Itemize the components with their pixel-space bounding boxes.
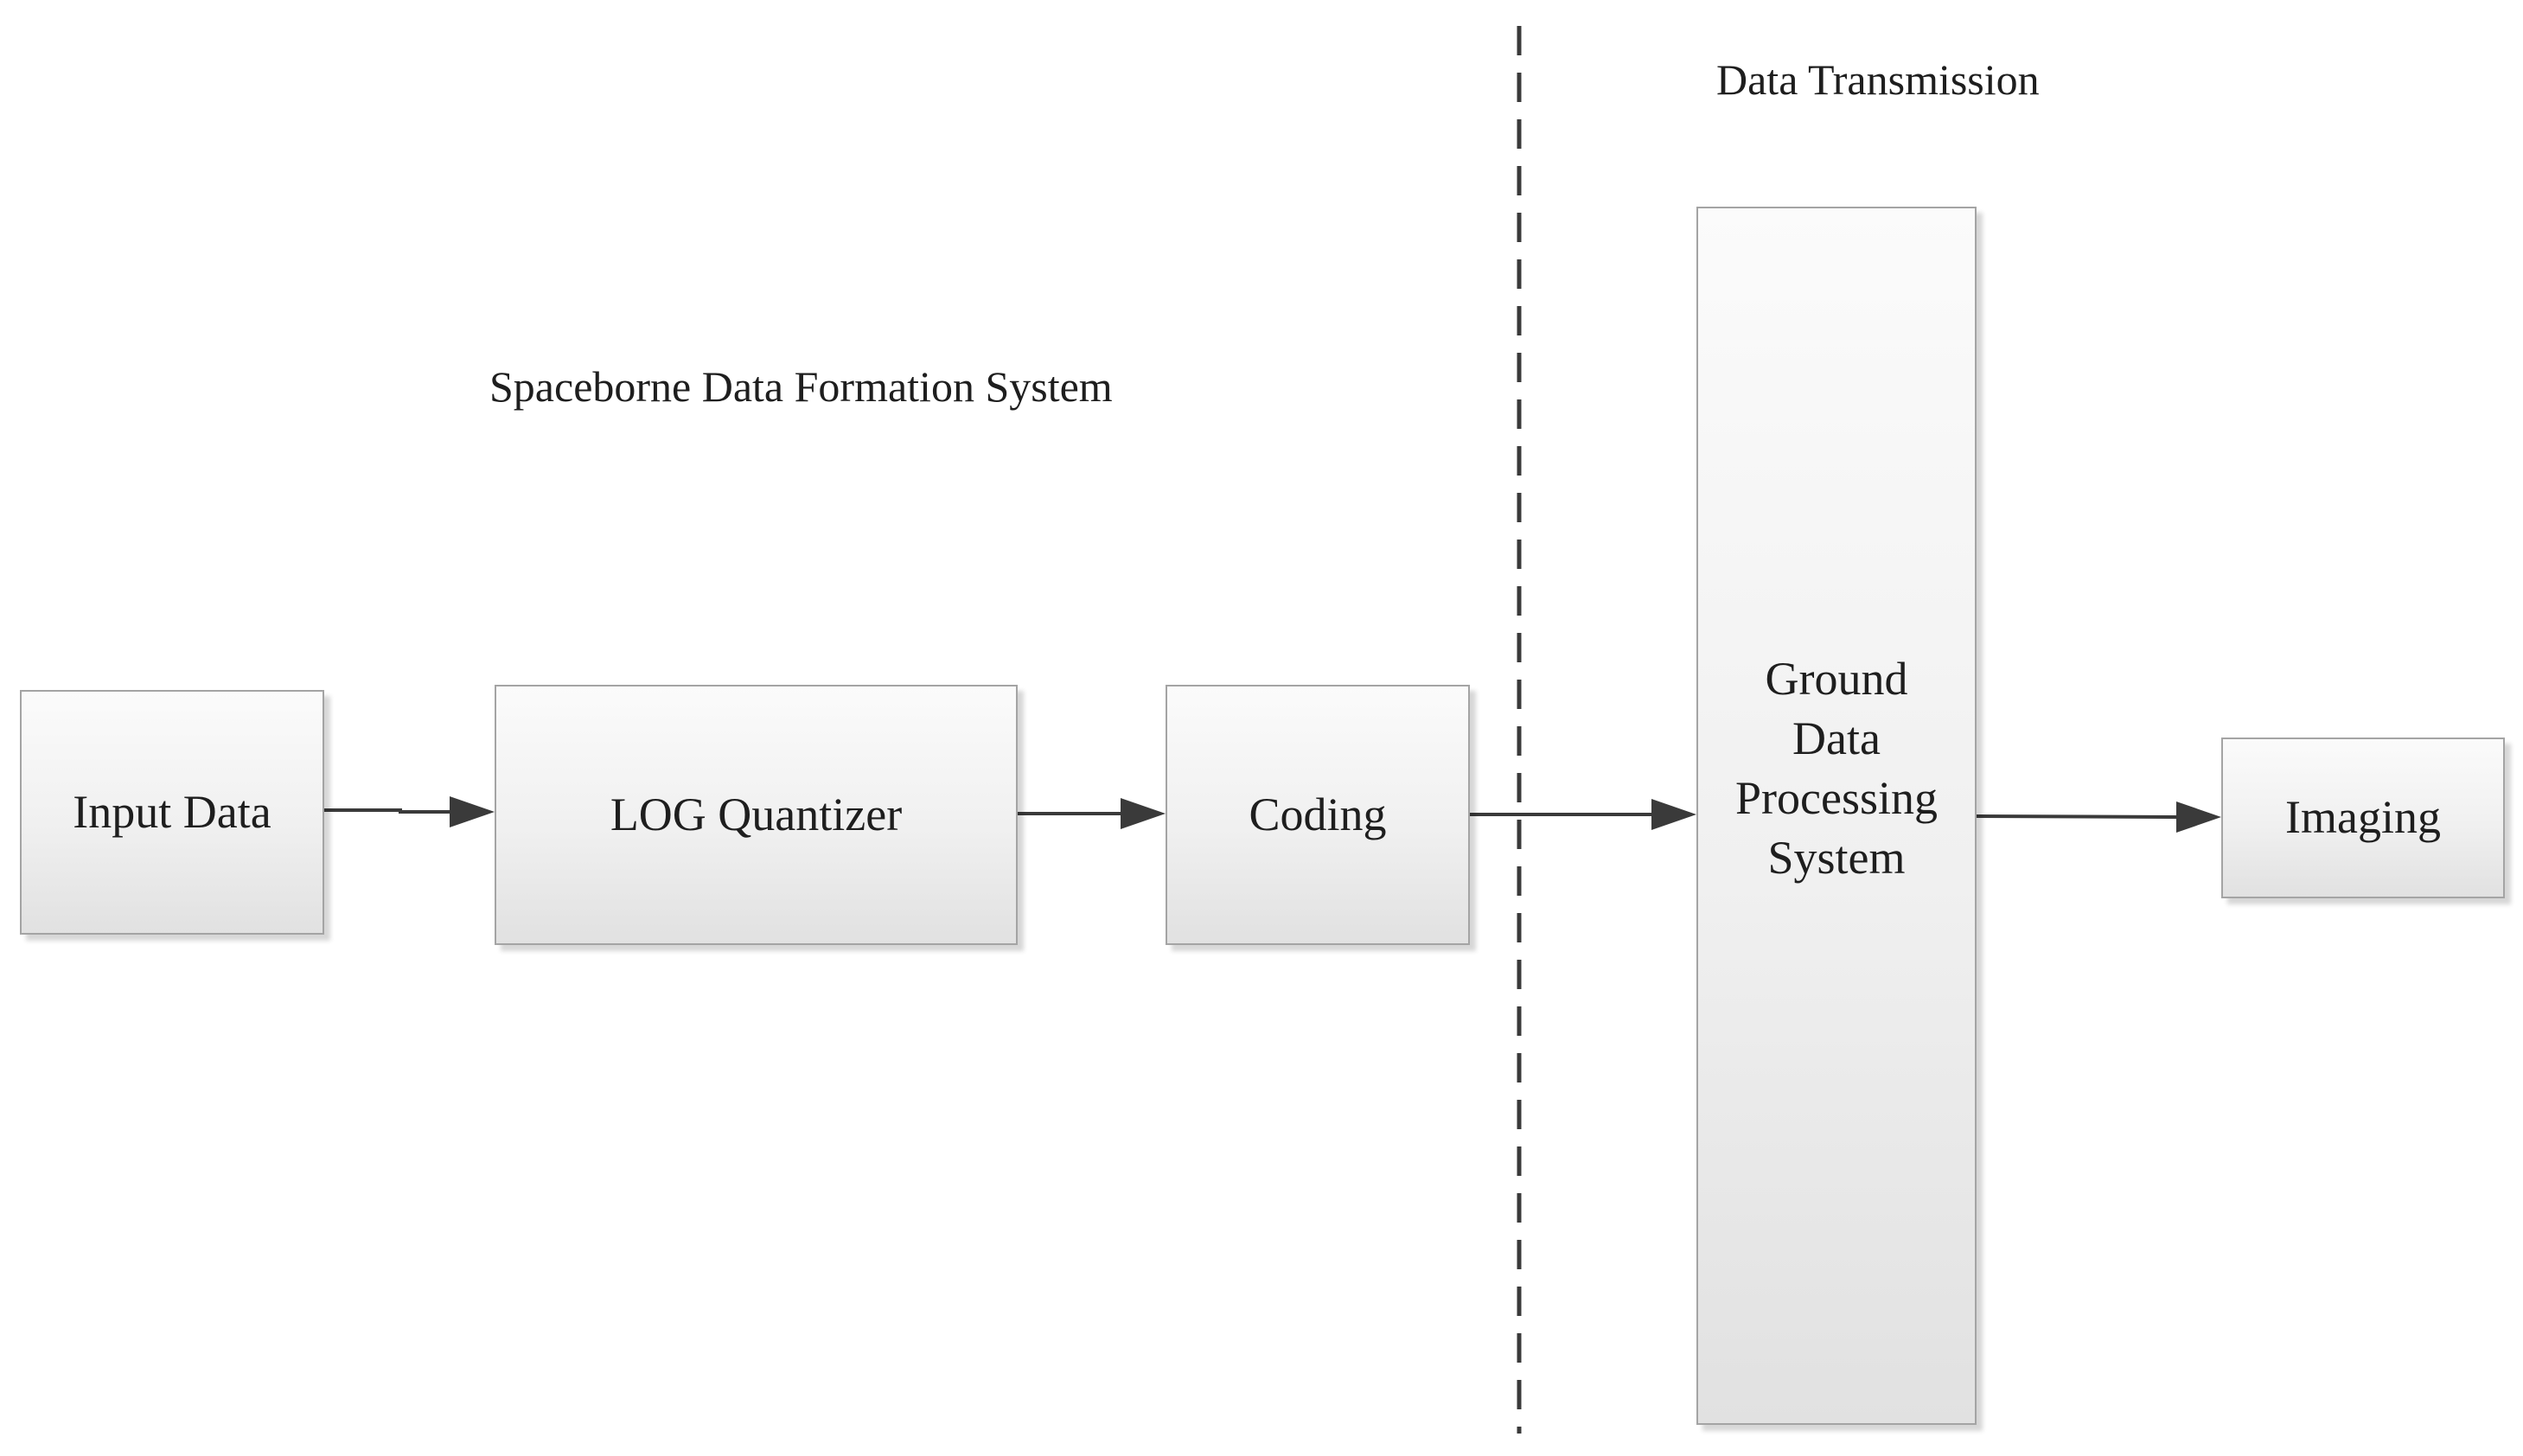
section-label-transmission: Data Transmission <box>1716 55 2040 104</box>
arrow-input-to-quantizer <box>324 808 450 814</box>
node-input-data-label: Input Data <box>73 785 271 838</box>
section-label-spaceborne: Spaceborne Data Formation System <box>489 362 1113 411</box>
arrowhead-coding-to-ground <box>1651 799 1696 830</box>
node-ground-data-processing-system-label: Ground Data Processing System <box>1735 653 1938 884</box>
node-imaging-label: Imaging <box>2285 791 2441 844</box>
arrow-ground-to-imaging <box>1976 814 2177 819</box>
node-log-quantizer: LOG Quantizer <box>495 685 1018 945</box>
arrowhead-ground-to-imaging <box>2176 801 2221 833</box>
node-imaging: Imaging <box>2221 738 2505 898</box>
arrowhead-input-to-quantizer <box>450 796 495 827</box>
arrowhead-quantizer-to-coding <box>1121 798 1166 829</box>
node-ground-data-processing-system: Ground Data Processing System <box>1696 207 1977 1425</box>
node-coding: Coding <box>1166 685 1470 945</box>
node-coding-label: Coding <box>1249 788 1387 840</box>
node-input-data: Input Data <box>20 690 324 935</box>
node-log-quantizer-label: LOG Quantizer <box>610 788 903 840</box>
